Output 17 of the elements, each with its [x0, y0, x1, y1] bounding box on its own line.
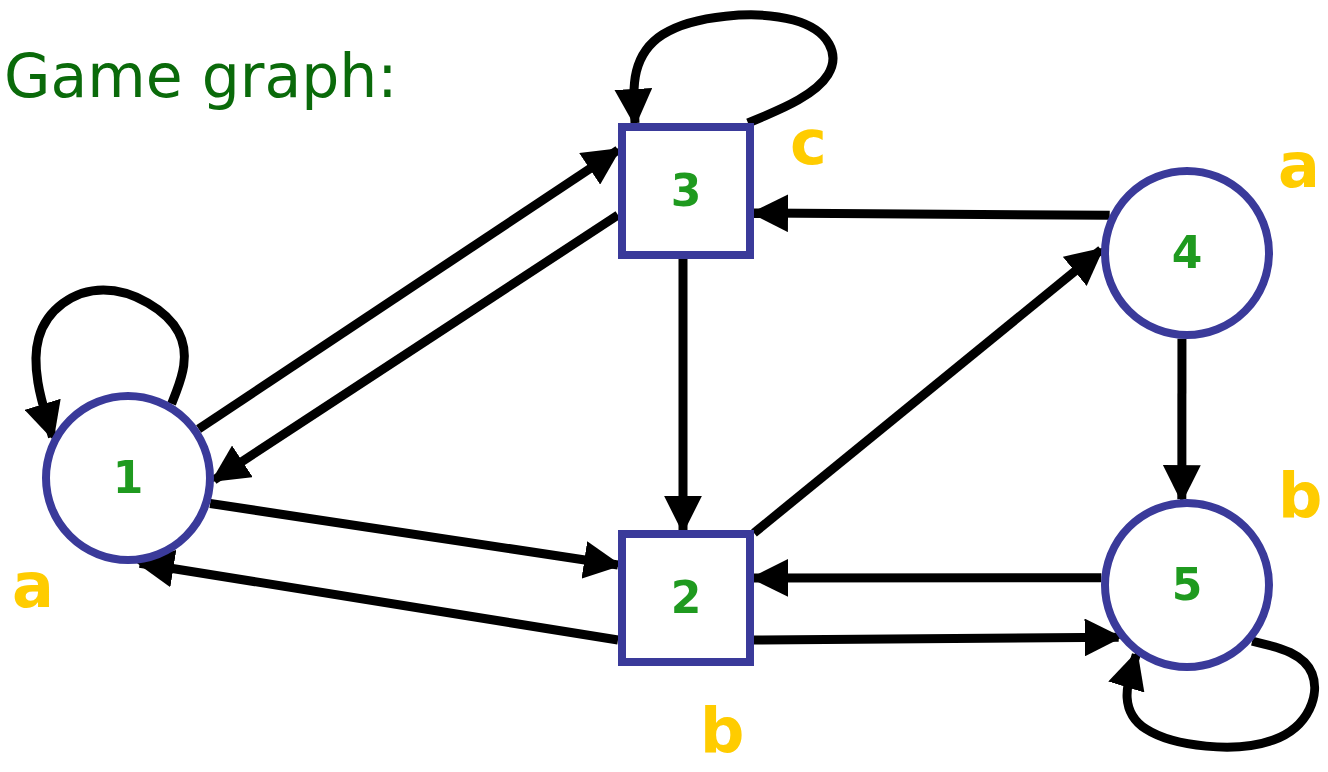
state-number: 2	[670, 576, 702, 620]
state-label: c	[790, 112, 827, 174]
state-square	[618, 530, 754, 666]
self-loop-arrow	[1108, 636, 1319, 752]
self-loop-arrow	[614, 10, 838, 128]
state-square	[618, 123, 754, 259]
state-label: b	[1278, 465, 1323, 527]
state-label: a	[12, 555, 54, 617]
diagram-title: Game graph:	[4, 40, 398, 112]
arrow	[136, 549, 619, 645]
self-loop-arrow	[24, 285, 189, 441]
state-label: b	[700, 700, 745, 762]
state-number: 4	[1171, 231, 1203, 275]
state-number: 5	[1171, 563, 1203, 607]
state-number: 3	[670, 169, 702, 213]
state-number: 1	[112, 456, 144, 500]
state-label: a	[1278, 135, 1320, 197]
